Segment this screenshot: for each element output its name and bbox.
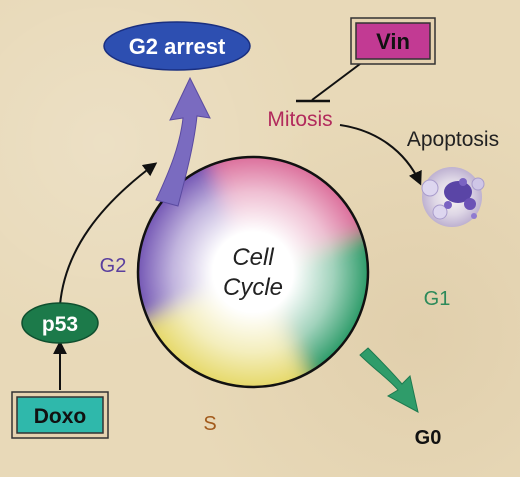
wheel-outline	[136, 155, 370, 389]
center-label-line1: Cell	[232, 244, 274, 271]
apoptotic-cell-icon	[421, 167, 485, 227]
p53-node: p53	[21, 302, 99, 344]
g2-exit-arrow	[155, 76, 211, 207]
g2-label: G2	[100, 255, 127, 277]
vin-label: Vin	[376, 29, 410, 54]
p53-label: p53	[42, 313, 78, 336]
vin-inhibition-line	[311, 63, 361, 101]
doxo-node: Doxo	[11, 391, 109, 439]
vin-node: Vin	[350, 17, 436, 65]
center-label-line2: Cycle	[223, 274, 283, 301]
s-label: S	[203, 413, 216, 435]
g0-label: G0	[415, 427, 442, 449]
g1-label: G1	[424, 288, 451, 310]
g2-arrest-label: G2 arrest	[129, 34, 226, 59]
g0-exit-arrow	[359, 347, 419, 413]
doxo-label: Doxo	[34, 405, 87, 428]
p53-to-g2arrest-arrow	[59, 162, 158, 306]
apoptosis-label: Apoptosis	[407, 128, 499, 151]
g2-arrest-node: G2 arrest	[103, 21, 251, 71]
mitosis-label: Mitosis	[267, 108, 332, 131]
mitosis-to-apoptosis-arrow	[339, 124, 422, 186]
